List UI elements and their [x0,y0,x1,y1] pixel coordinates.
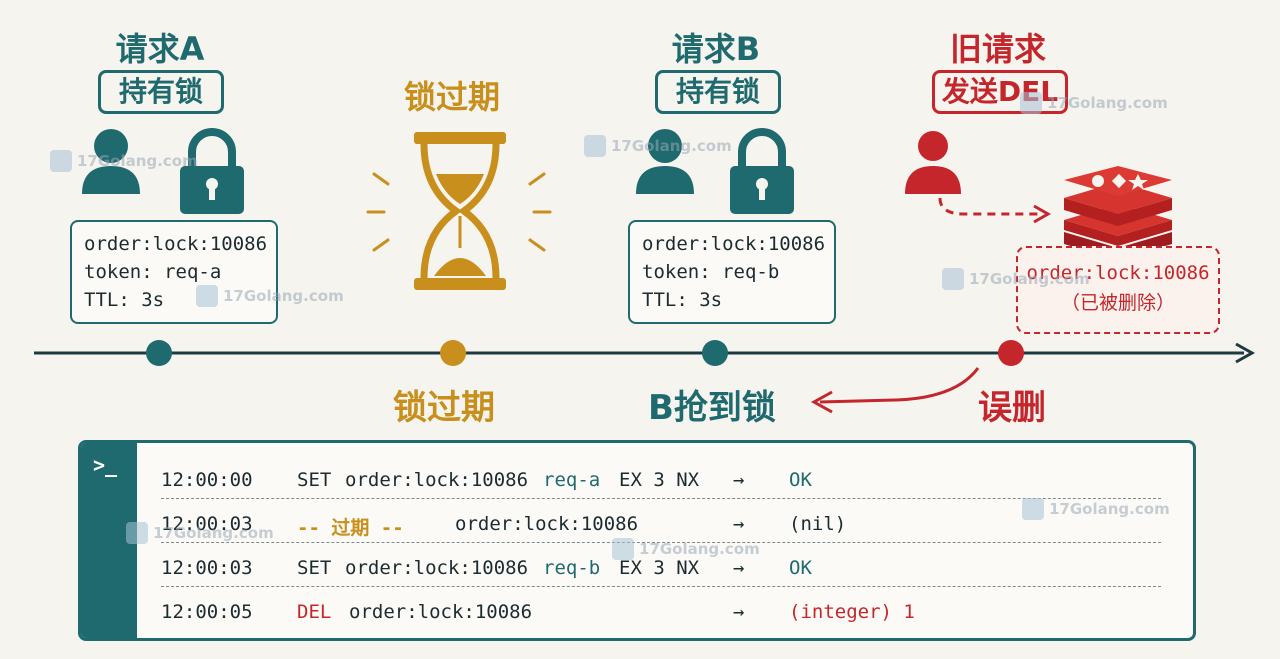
row-result: (nil) [789,513,847,535]
key-info-box-b: order:lock:10086 token: req-b TTL: 3s [628,220,836,324]
watermark-logo-icon [942,268,964,290]
deleted-status: （已被删除） [1060,292,1175,314]
row-cmd: DEL [297,601,332,623]
row-arrow: → [733,513,745,535]
request-b-tag: 持有锁 [655,70,781,114]
watermark: 17Golang.com [50,150,198,172]
watermark: 17Golang.com [584,135,732,157]
request-a-title: 请求A [115,30,205,68]
request-a-tag: 持有锁 [98,70,224,114]
row-result: OK [789,557,812,579]
watermark: 17Golang.com [612,538,760,560]
row-value: req-a [543,469,601,491]
terminal-row: 12:00:00 SET order:lock:10086 req-a EX 3… [161,457,1171,501]
row-divider [161,498,1161,499]
row-arrow: → [733,469,745,491]
row-time: 12:00:05 [161,601,253,623]
person-icon [905,131,961,194]
expire-title: 锁过期 [403,78,500,116]
row-key: order:lock:10086 [345,557,529,579]
timeline-point-delete [998,340,1024,366]
watermark: 17Golang.com [1020,92,1168,114]
row-result: (integer) 1 [789,601,915,623]
person-icon [82,129,140,194]
row-note: -- 过期 -- [297,517,404,539]
hourglass-icon [366,132,552,290]
deleted-key-box: order:lock:10086 （已被删除） [1016,246,1220,334]
person-icon [636,129,694,194]
row-value: req-b [543,557,601,579]
row-key: order:lock:10086 [345,469,529,491]
terminal-row: 12:00:03 SET order:lock:10086 req-b EX 3… [161,545,1171,589]
arrow-icon [810,367,980,414]
timeline-point-expire [440,340,466,366]
watermark-logo-icon [1020,92,1042,114]
watermark-logo-icon [50,150,72,172]
row-opts: EX 3 NX [619,557,700,579]
watermark-logo-icon [1022,498,1044,520]
terminal-row: 12:00:05 DEL order:lock:10086 → (integer… [161,589,1171,633]
timeline-point-a [146,340,172,366]
deleted-key-name: order:lock:10086 [1026,262,1210,284]
row-divider [161,586,1161,587]
row-key: order:lock:10086 [349,601,533,623]
timeline [34,340,1256,366]
key-name: order:lock:10086 [642,233,826,255]
timeline-label-b-acquire: B抢到锁 [648,388,776,428]
row-time: 12:00:00 [161,469,253,491]
key-name: order:lock:10086 [84,233,268,255]
timeline-label-expire: 锁过期 [393,388,495,428]
key-token: token: req-a [84,261,222,283]
row-opts: EX 3 NX [619,469,700,491]
watermark: 17Golang.com [1022,498,1170,520]
key-ttl: TTL: 3s [642,289,723,311]
row-arrow: → [733,557,745,579]
key-ttl: TTL: 3s [84,289,165,311]
padlock-icon [730,128,794,214]
terminal-row: 12:00:03 -- 过期 -- order:lock:10086 → (ni… [161,501,1171,545]
watermark: 17Golang.com [196,285,344,307]
watermark-logo-icon [584,135,606,157]
watermark-logo-icon [196,285,218,307]
key-info-box-a: order:lock:10086 token: req-a TTL: 3s [70,220,278,324]
timeline-point-b [702,340,728,366]
padlock-icon [180,128,244,214]
row-divider [161,542,1161,543]
watermark-logo-icon [612,538,634,560]
row-time: 12:00:03 [161,513,253,535]
watermark: 17Golang.com [126,522,274,544]
row-cmd: SET [297,469,332,491]
row-cmd: SET [297,557,332,579]
watermark-logo-icon [126,522,148,544]
arrow-icon [938,197,1052,224]
terminal-icon: >_ [93,453,118,477]
key-token: token: req-b [642,261,780,283]
old-request-title: 旧请求 [949,30,1046,68]
row-time: 12:00:03 [161,557,253,579]
request-b-title: 请求B [671,30,761,68]
row-arrow: → [733,601,745,623]
watermark: 17Golang.com [942,268,1090,290]
row-result: OK [789,469,812,491]
timeline-label-mistaken-delete: 误删 [978,388,1046,428]
old-request-tag: 发送DEL [932,70,1068,114]
terminal-panel: >_ 12:00:00 SET order:lock:10086 req-a E… [78,440,1196,641]
row-key: order:lock:10086 [455,513,639,535]
